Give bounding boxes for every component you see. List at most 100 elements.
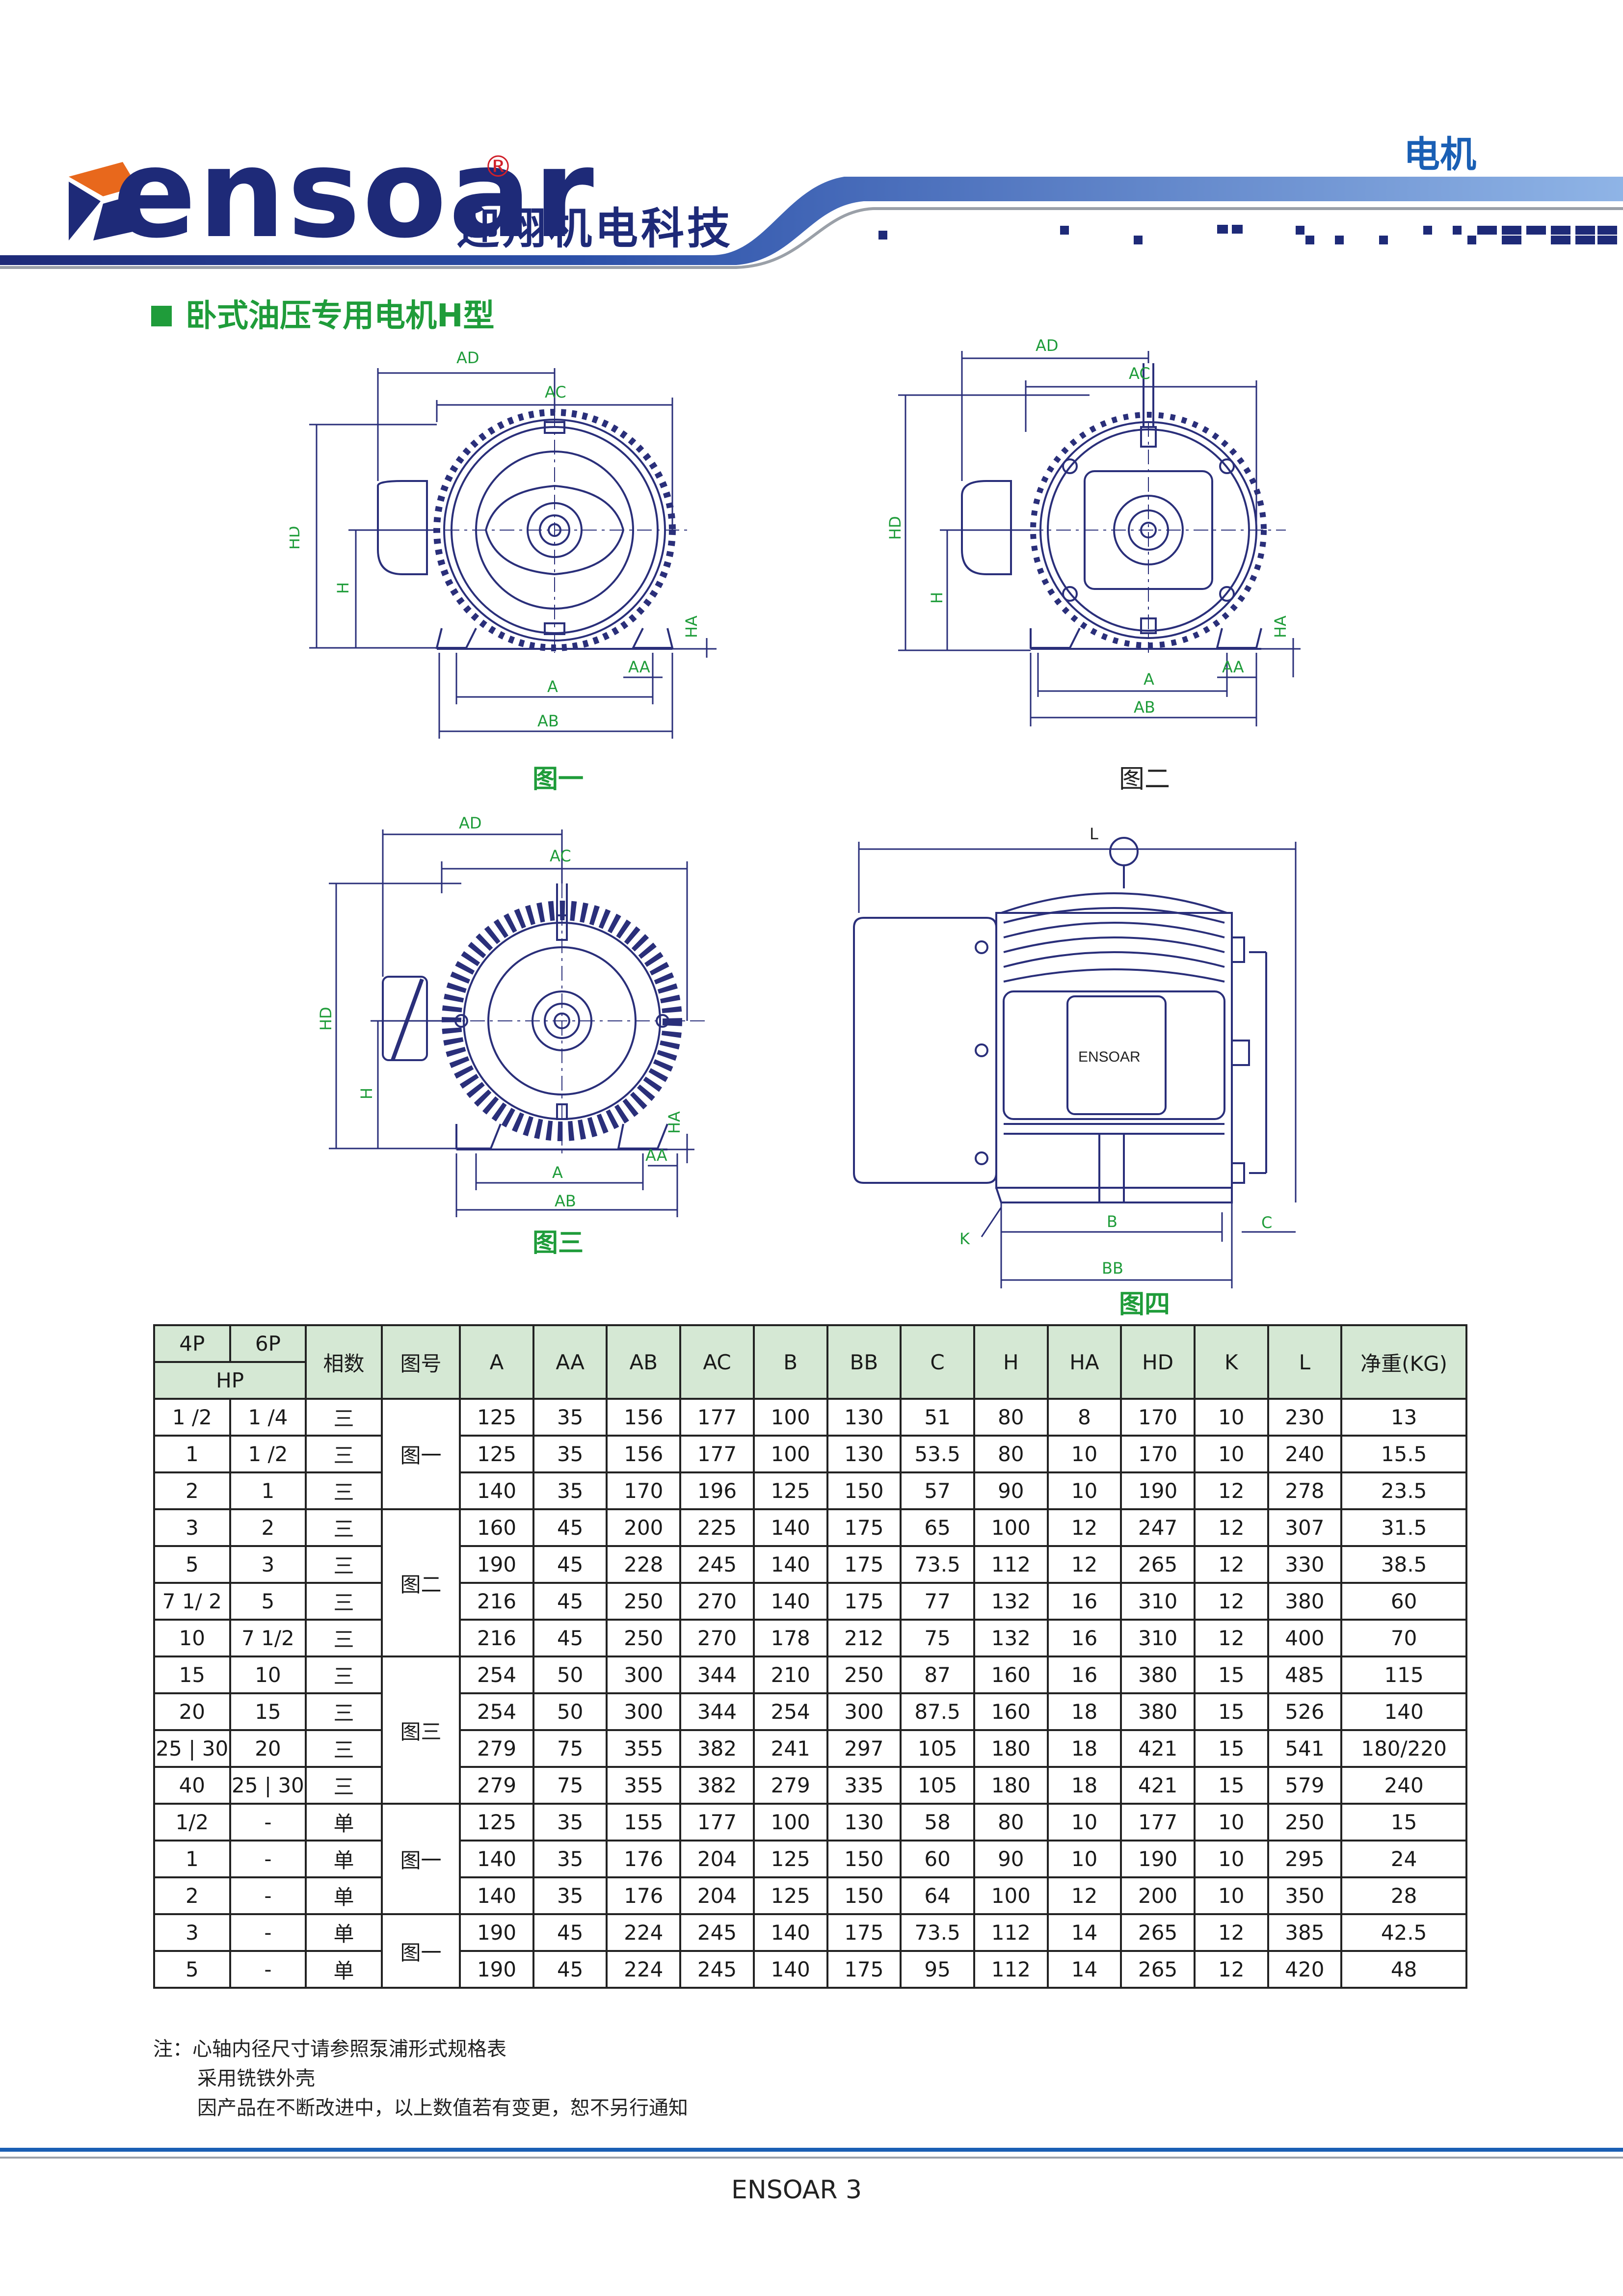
cell-value: 100 [973, 1876, 1049, 1915]
cell-6p: 1 /2 [229, 1435, 307, 1473]
cell-phase: 三 [305, 1729, 383, 1768]
cell-value: 87 [900, 1655, 975, 1694]
header-4p: 4P [153, 1324, 231, 1363]
cell-value: 216 [459, 1582, 534, 1621]
cell-value: 254 [752, 1692, 828, 1731]
cell-value: 35 [532, 1435, 608, 1473]
cell-figure: 图三 [380, 1655, 461, 1805]
cell-value: 12 [1046, 1508, 1122, 1547]
cell-value: 12 [1046, 1876, 1122, 1915]
cell-value: 380 [1120, 1655, 1196, 1694]
cell-6p: 1 /4 [229, 1398, 307, 1437]
cell-value: 10 [1193, 1840, 1269, 1878]
cell-value: 270 [679, 1582, 755, 1621]
cell-value: 140 [1340, 1692, 1467, 1731]
cell-value: 300 [606, 1655, 682, 1694]
cell-value: 224 [606, 1913, 682, 1952]
cell-value: 10 [1193, 1876, 1269, 1915]
cell-value: 310 [1120, 1619, 1196, 1657]
cell-value: 12 [1193, 1619, 1269, 1657]
cell-value: 140 [752, 1950, 828, 1989]
cell-value: 77 [900, 1582, 975, 1621]
cell-value: 247 [1120, 1508, 1196, 1547]
cell-value: 13 [1340, 1398, 1467, 1437]
cell-value: 176 [606, 1876, 682, 1915]
cell-6p: 2 [229, 1508, 307, 1547]
cell-value: 57 [900, 1471, 975, 1510]
cell-phase: 三 [305, 1619, 383, 1657]
cell-value: 380 [1120, 1692, 1196, 1731]
cell-value: 150 [826, 1471, 902, 1510]
cell-value: 350 [1267, 1876, 1343, 1915]
cell-value: 297 [826, 1729, 902, 1768]
cell-value: 12 [1193, 1545, 1269, 1584]
cell-6p: - [229, 1876, 307, 1915]
cell-value: 15.5 [1340, 1435, 1467, 1473]
cell-phase: 三 [305, 1766, 383, 1805]
header-hp: HP [153, 1361, 307, 1400]
fig3-dim-h: H [357, 1088, 376, 1099]
cell-value: 100 [752, 1398, 828, 1437]
cell-value: 35 [532, 1471, 608, 1510]
fig3-dim-aa: AA [645, 1146, 667, 1165]
cell-value: 35 [532, 1876, 608, 1915]
cell-4p: 1 [153, 1840, 231, 1878]
cell-value: 12 [1193, 1913, 1269, 1952]
cell-value: 125 [459, 1803, 534, 1842]
cell-value: 254 [459, 1655, 534, 1694]
cell-6p: - [229, 1803, 307, 1842]
figure-1-caption: 图一 [532, 765, 584, 794]
cell-value: 10 [1046, 1840, 1122, 1878]
cell-value: 335 [826, 1766, 902, 1805]
figure-3-caption: 图三 [532, 1228, 584, 1258]
cell-value: 48 [1340, 1950, 1467, 1989]
cell-value: 204 [679, 1840, 755, 1878]
header-col: AA [532, 1324, 608, 1400]
fig3-dim-a: A [552, 1163, 563, 1182]
cell-value: 65 [900, 1508, 975, 1547]
fig3-dim-ac: AC [550, 847, 571, 865]
cell-value: 204 [679, 1876, 755, 1915]
fig2-dim-ab: AB [1134, 698, 1155, 717]
cell-value: 295 [1267, 1840, 1343, 1878]
cell-value: 270 [679, 1619, 755, 1657]
cell-value: 150 [826, 1840, 902, 1878]
cell-value: 240 [1340, 1766, 1467, 1805]
footer-page-label: ENSOAR 3 [731, 2175, 862, 2205]
cell-value: 73.5 [900, 1545, 975, 1584]
cell-value: 12 [1193, 1582, 1269, 1621]
cell-value: 53.5 [900, 1435, 975, 1473]
cell-value: 23.5 [1340, 1471, 1467, 1510]
cell-value: 100 [752, 1435, 828, 1473]
cell-value: 130 [826, 1435, 902, 1473]
cell-value: 485 [1267, 1655, 1343, 1694]
fig1-dim-ha: HA [682, 615, 701, 638]
fig1-dim-h: H [334, 582, 352, 594]
brand-chinese-name: 迎翔机电科技 [456, 203, 734, 254]
cell-value: 190 [459, 1913, 534, 1952]
fig4-dim-b: B [1107, 1212, 1117, 1231]
cell-6p: 25 | 30 [229, 1766, 307, 1805]
cell-value: 60 [900, 1840, 975, 1878]
cell-value: 10 [1193, 1398, 1269, 1437]
cell-phase: 三 [305, 1655, 383, 1694]
cell-value: 240 [1267, 1435, 1343, 1473]
cell-value: 230 [1267, 1398, 1343, 1437]
cell-value: 382 [679, 1766, 755, 1805]
cell-value: 140 [459, 1876, 534, 1915]
cell-value: 10 [1046, 1471, 1122, 1510]
cell-value: 24 [1340, 1840, 1467, 1878]
cell-figure: 图一 [380, 1913, 461, 1989]
cell-value: 18 [1046, 1692, 1122, 1731]
header-col: C [900, 1324, 975, 1400]
cell-4p: 2 [153, 1876, 231, 1915]
cell-value: 156 [606, 1398, 682, 1437]
cell-6p: 15 [229, 1692, 307, 1731]
cell-4p: 25 | 30 [153, 1729, 231, 1768]
cell-4p: 1/2 [153, 1803, 231, 1842]
cell-value: 75 [532, 1766, 608, 1805]
cell-value: 50 [532, 1692, 608, 1731]
